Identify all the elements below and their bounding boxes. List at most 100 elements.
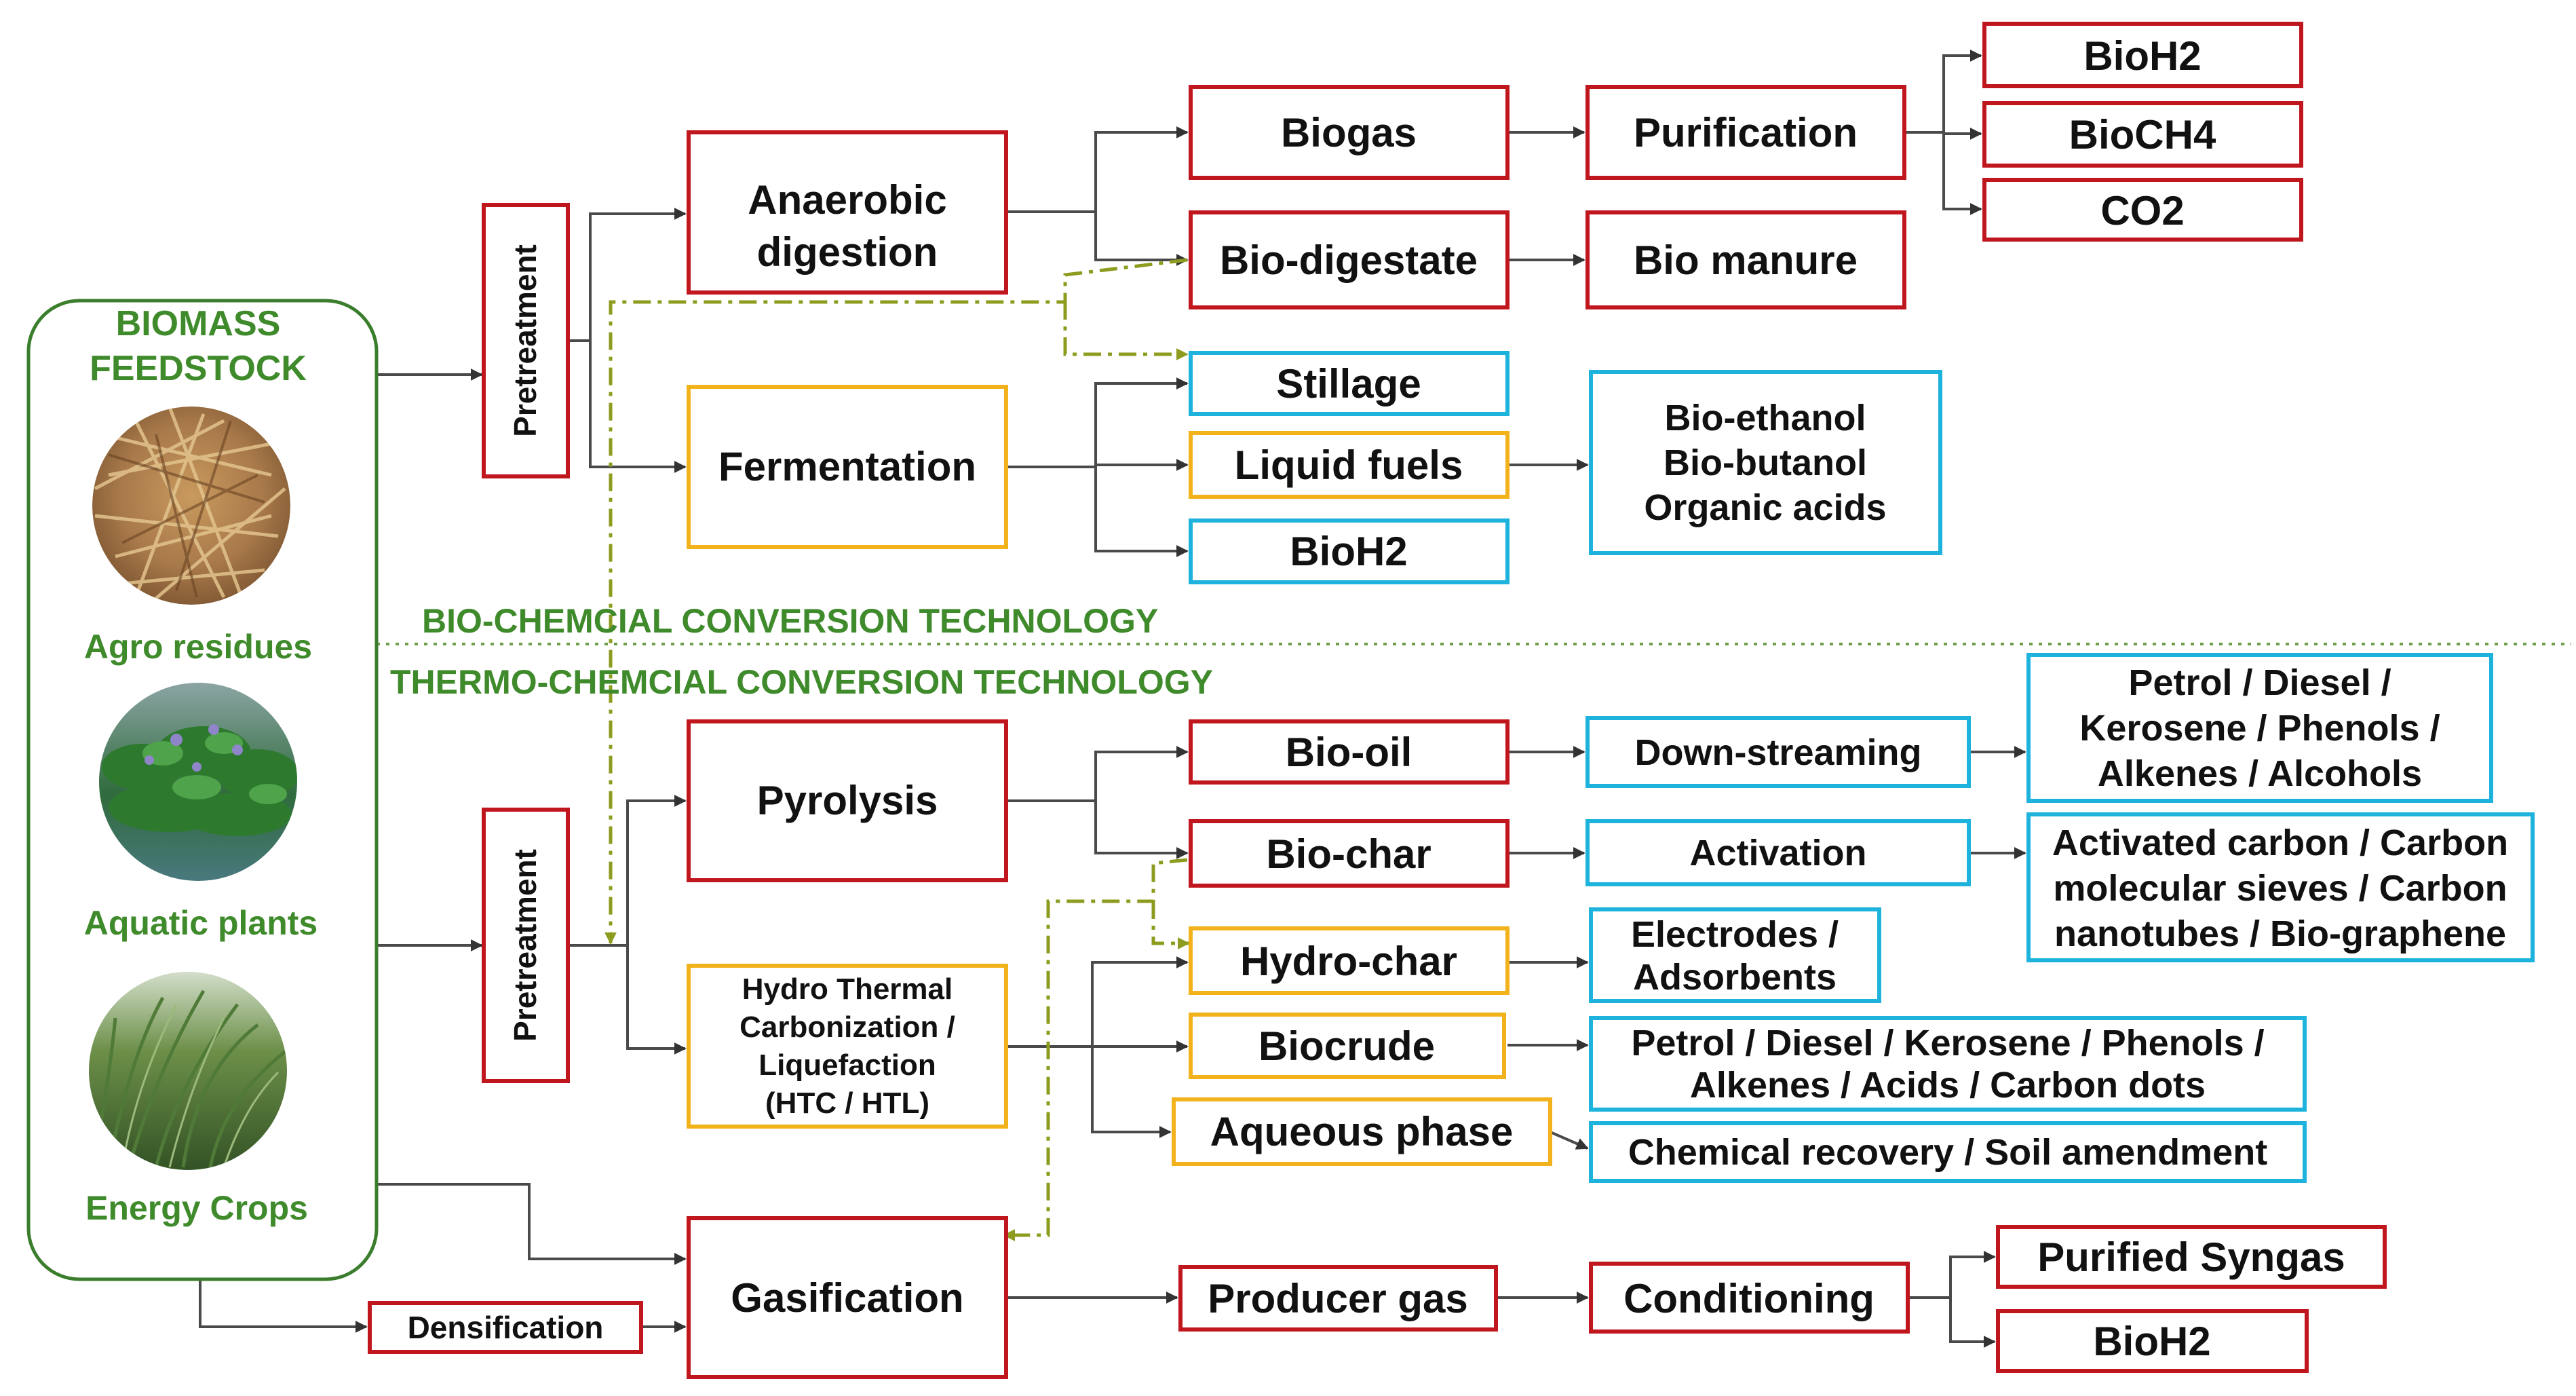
purification-label: Purification (1634, 110, 1858, 155)
anaerobic-digestion-box (687, 130, 1008, 295)
biochar-to-hydrochar-link (1151, 901, 1190, 949)
bio-oil-box (1189, 719, 1510, 785)
bio-char-label: Bio-char (1266, 831, 1431, 877)
feed-to-gasification-arrow (377, 1183, 687, 1265)
biocrude-products-box (1589, 1016, 2307, 1112)
feed-to-densification-arrow (199, 1279, 368, 1333)
htc-htl-box (687, 964, 1008, 1129)
biocrude-box (1189, 1013, 1506, 1079)
htc-label-line1: Hydro Thermal (742, 973, 953, 1006)
connectors (199, 50, 2026, 1348)
htc-label-line3: Liquefaction (758, 1049, 936, 1082)
densification-box (368, 1301, 643, 1354)
conditioning-box (1589, 1262, 1910, 1334)
bioch4-label: BioCH4 (2069, 112, 2216, 157)
biochemical-section-label: BIO-CHEMCIAL CONVERSION TECHNOLOGY (422, 602, 1158, 640)
activated-carbon-box (2026, 812, 2535, 962)
pyrolysis-box (687, 719, 1008, 882)
activated-carbon-line2: molecular sieves / Carbon (2053, 868, 2507, 909)
pretreatment-thermo-box (482, 808, 570, 1083)
bioh2-fermentation-box (1189, 518, 1510, 584)
bio-char-box (1189, 819, 1510, 888)
bio-digestate-box (1189, 210, 1510, 309)
biogas-label: Biogas (1281, 110, 1417, 155)
purified-syngas-box (1996, 1225, 2387, 1289)
chemical-recovery-box (1589, 1121, 2307, 1183)
bio-ethanol-label: Bio-ethanol (1665, 398, 1866, 438)
stillage-box (1189, 351, 1510, 416)
petrol-products-line3: Alkenes / Alcohols (2098, 753, 2422, 794)
chemical-recovery-label: Chemical recovery / Soil amendment (1628, 1132, 2267, 1173)
hydro-char-label: Hydro-char (1240, 939, 1457, 984)
purified-syngas-label: Purified Syngas (2037, 1234, 2345, 1280)
feedstock-panel: BIOMASS FEEDSTOCK Agro residues (26, 299, 379, 1281)
grass-crop-photo (89, 972, 287, 1170)
straw-photo (92, 407, 290, 605)
conditioning-label: Conditioning (1623, 1276, 1875, 1321)
hydro-char-box (1189, 926, 1510, 995)
electrodes-label-line1: Electrodes / (1631, 914, 1839, 955)
densification-label: Densification (408, 1310, 604, 1345)
pyrolysis-label: Pyrolysis (757, 778, 938, 823)
anaerobic-label-line2: digestion (757, 229, 938, 275)
digestate-to-stillage-recycle (1063, 302, 1189, 360)
biocrude-products-line1: Petrol / Diesel / Kerosene / Phenols / (1631, 1023, 2264, 1063)
liquid-fuels-label: Liquid fuels (1235, 442, 1463, 488)
boxes (368, 22, 2535, 1379)
biogas-box (1189, 85, 1510, 180)
recycle-dashed-lines (604, 258, 1190, 1241)
gasification-label: Gasification (731, 1275, 963, 1321)
bio-digestate-label: Bio-digestate (1220, 238, 1478, 283)
anaerobic-label-line1: Anaerobic (748, 177, 946, 223)
co2-label: CO2 (2100, 188, 2184, 233)
producer-gas-box (1178, 1265, 1498, 1332)
petrol-products-box (2026, 653, 2493, 803)
htc-label-line2: Carbonization / (739, 1011, 955, 1044)
bio-oil-label: Bio-oil (1286, 730, 1412, 775)
bio-butanol-label: Bio-butanol (1664, 442, 1867, 483)
water-hyacinth-photo (99, 683, 297, 881)
feedstock-label-energy: Energy Crops (85, 1189, 308, 1227)
thermochemical-section-label: THERMO-CHEMCIAL CONVERSION TECHNOLOGY (390, 663, 1213, 701)
bioh2-fermentation-label: BioH2 (1290, 529, 1407, 574)
aqueous-phase-box (1172, 1097, 1552, 1166)
bio-ethanol-box (1589, 370, 1942, 555)
petrol-products-line1: Petrol / Diesel / (2128, 662, 2391, 703)
producer-gas-label: Producer gas (1208, 1276, 1467, 1321)
activated-carbon-line1: Activated carbon / Carbon (2052, 823, 2508, 863)
htc-label-line4: (HTC / HTL) (765, 1087, 929, 1120)
fermentation-label: Fermentation (718, 444, 976, 489)
char-to-gasification-recycle (1003, 858, 1188, 1241)
co2-box (1982, 178, 2303, 242)
stillage-label: Stillage (1276, 361, 1421, 407)
bio-manure-label: Bio manure (1634, 238, 1858, 283)
liquid-fuels-box (1189, 431, 1510, 499)
bioch4-box (1982, 101, 2303, 168)
feedstock-title-line2: FEEDSTOCK (90, 349, 307, 388)
feedstock-label-aquatic: Aquatic plants (84, 904, 318, 942)
biocrude-products-line2: Alkenes / Acids / Carbon dots (1690, 1065, 2206, 1106)
box-labels: Pretreatment Pretreatment Densification … (408, 33, 2508, 1364)
purification-box (1585, 85, 1906, 180)
petrol-products-line2: Kerosene / Phenols / (2079, 708, 2440, 749)
bioh2-top-label: BioH2 (2083, 33, 2201, 79)
activation-label: Activation (1689, 833, 1866, 873)
pretreatment-bio-label: Pretreatment (507, 244, 543, 437)
feedstock-label-agro: Agro residues (84, 628, 312, 666)
organic-acids-label: Organic acids (1644, 487, 1886, 528)
pretreatment-thermo-label: Pretreatment (507, 849, 543, 1042)
aqueous-phase-label: Aqueous phase (1210, 1109, 1514, 1154)
pretreatment-bio-box (482, 203, 570, 478)
fermentation-box (687, 385, 1008, 549)
down-streaming-box (1585, 716, 1971, 788)
activation-box (1585, 819, 1971, 886)
bioh2-top-box (1982, 22, 2303, 88)
electrodes-box (1589, 907, 1881, 1003)
biocrude-label: Biocrude (1258, 1023, 1435, 1069)
activated-carbon-line3: nanotubes / Bio-graphene (2054, 913, 2506, 954)
down-streaming-label: Down-streaming (1634, 732, 1921, 773)
bioh2-gas-box (1996, 1309, 2309, 1373)
bioh2-gas-label: BioH2 (2093, 1319, 2210, 1364)
